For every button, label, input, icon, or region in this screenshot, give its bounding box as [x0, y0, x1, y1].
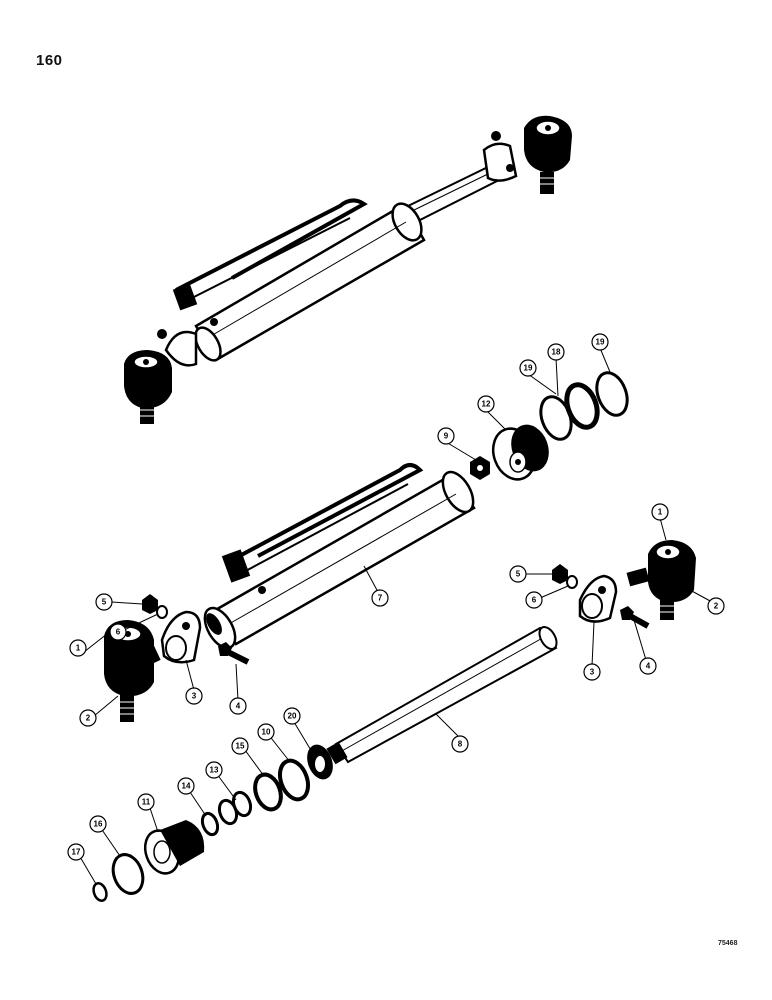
- assembled-cylinder: [124, 115, 572, 424]
- svg-text:15: 15: [236, 742, 245, 751]
- callout-15: 15: [231, 737, 249, 755]
- nut-part-5-left: [142, 594, 158, 614]
- svg-text:1: 1: [658, 508, 663, 517]
- ring-part-15: [253, 772, 283, 812]
- callout-2-right: 2: [707, 597, 725, 615]
- svg-text:4: 4: [236, 702, 241, 711]
- callout-5-right: 5: [509, 565, 527, 583]
- ring-part-19-b: [595, 371, 629, 417]
- svg-text:1: 1: [76, 644, 81, 653]
- piston-part-12: [491, 424, 549, 481]
- callout-17: 17: [67, 843, 85, 861]
- callout-5-left: 5: [95, 593, 113, 611]
- callout-3-right: 3: [583, 663, 601, 681]
- ring-part-14: [200, 811, 220, 837]
- clamp-left: [160, 610, 202, 664]
- page-number: 160: [36, 52, 63, 69]
- svg-text:2: 2: [86, 714, 91, 723]
- svg-text:17: 17: [72, 848, 81, 857]
- callout-9: 9: [437, 427, 455, 445]
- svg-text:12: 12: [482, 400, 491, 409]
- svg-text:18: 18: [552, 348, 561, 357]
- callout-6-right: 6: [525, 591, 543, 609]
- callout-6-left: 6: [109, 623, 127, 641]
- callout-1-left: 1: [69, 639, 87, 657]
- ball-joint-right: [626, 540, 696, 620]
- callout-4-left: 4: [229, 697, 247, 715]
- callout-1-right: 1: [651, 503, 669, 521]
- callout-19-b: 19: [591, 333, 609, 351]
- svg-text:4: 4: [646, 662, 651, 671]
- svg-text:6: 6: [532, 596, 537, 605]
- callout-13: 13: [205, 761, 223, 779]
- callout-10: 10: [257, 723, 275, 741]
- svg-text:13: 13: [210, 766, 219, 775]
- leader-lines: [75, 347, 713, 885]
- gland-part-11: [143, 820, 205, 875]
- svg-text:19: 19: [596, 338, 605, 347]
- callout-20: 20: [283, 707, 301, 725]
- svg-text:10: 10: [262, 728, 271, 737]
- svg-text:7: 7: [378, 594, 383, 603]
- ring-part-17: [92, 882, 108, 902]
- svg-text:8: 8: [458, 740, 463, 749]
- ring-part-10: [277, 758, 311, 802]
- ring-part-16: [111, 853, 145, 895]
- washer-part-6-left: [156, 605, 168, 619]
- bolt-part-4-left: [218, 642, 250, 665]
- washer-part-6-right: [566, 575, 578, 589]
- svg-text:19: 19: [524, 364, 533, 373]
- callout-12: 12: [477, 395, 495, 413]
- nut-part-5-right: [552, 564, 568, 584]
- svg-text:20: 20: [288, 712, 297, 721]
- callout-18: 18: [547, 343, 565, 361]
- drawing-reference-code: 75468: [718, 940, 738, 947]
- callout-19-a: 19: [519, 359, 537, 377]
- callout-3-left: 3: [185, 687, 203, 705]
- ring-part-13-b: [217, 798, 239, 826]
- svg-text:11: 11: [142, 798, 151, 807]
- callout-7: 7: [371, 589, 389, 607]
- bolt-part-4-right: [620, 606, 650, 629]
- callout-4-right: 4: [639, 657, 657, 675]
- piston-rod: [326, 626, 558, 765]
- ring-part-18: [564, 382, 600, 430]
- callout-14: 14: [177, 777, 195, 795]
- clamp-right: [578, 574, 618, 623]
- callout-2-left: 2: [79, 709, 97, 727]
- svg-text:9: 9: [444, 432, 449, 441]
- svg-text:3: 3: [590, 668, 595, 677]
- svg-text:6: 6: [116, 628, 121, 637]
- svg-text:2: 2: [714, 602, 719, 611]
- callout-8: 8: [451, 735, 469, 753]
- svg-text:5: 5: [516, 570, 521, 579]
- nut-part-9: [470, 456, 490, 480]
- svg-text:14: 14: [182, 782, 191, 791]
- svg-text:5: 5: [102, 598, 107, 607]
- svg-text:3: 3: [192, 692, 197, 701]
- cylinder-barrel: [203, 463, 476, 650]
- svg-text:16: 16: [94, 820, 103, 829]
- callout-16: 16: [89, 815, 107, 833]
- callout-11: 11: [137, 793, 155, 811]
